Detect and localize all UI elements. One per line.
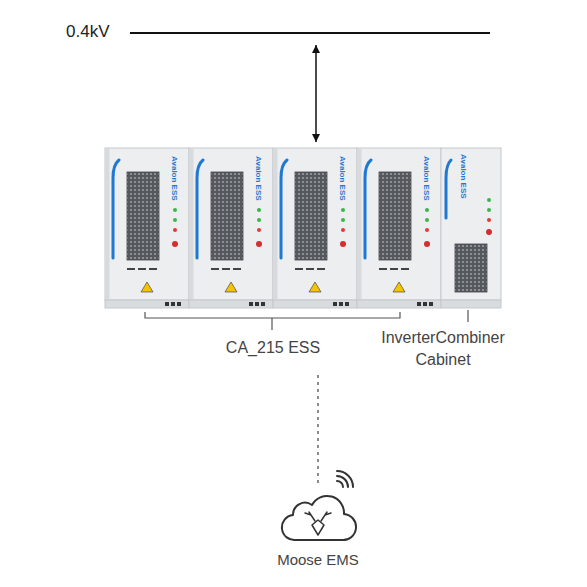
vent-grille [455, 244, 487, 292]
cloud-outline [282, 496, 356, 540]
battery-cabinet [273, 148, 357, 308]
node-label: Moose EMS [258, 550, 378, 570]
wifi-arc [337, 476, 348, 487]
bracket-tick [271, 318, 272, 330]
cabinet-body [441, 148, 501, 300]
battery-cabinets [105, 148, 441, 308]
status-light [487, 218, 491, 222]
brand-logo: Avalon ESS [169, 156, 179, 201]
brand-logo: Avalon ESS [421, 156, 431, 201]
battery-cabinet [357, 148, 441, 308]
node-label: InverterCombiner Cabinet [368, 327, 518, 371]
node-label: 0.4kV [66, 22, 126, 42]
deer-logo [305, 512, 331, 535]
status-light [487, 208, 491, 212]
ems-cloud: Moose EMS [258, 486, 378, 566]
bracket-line [145, 312, 400, 318]
wifi-arc [337, 481, 343, 487]
deer-head [312, 520, 324, 535]
stop-knob [486, 229, 492, 235]
group-bracket [145, 310, 468, 330]
power-bus: 0.4kV [66, 22, 490, 42]
cabinet-base [441, 300, 501, 308]
battery-cabinet [189, 148, 273, 308]
bracket-tick [467, 310, 468, 322]
cloud-icon [282, 496, 356, 540]
power-flow-arrow [315, 45, 317, 142]
wifi-arc [337, 471, 353, 487]
brand-logo: Avalon ESS [253, 156, 263, 201]
deer-antlers [305, 512, 331, 521]
battery-cabinet [105, 148, 189, 308]
blue-stripe [446, 160, 451, 218]
brand-logo: Avalon ESS [337, 156, 347, 201]
inverter-cabinet-node: InverterCombiner Cabinet [441, 145, 501, 308]
status-light [487, 198, 491, 202]
brand-logo: Avalon ESS [458, 154, 468, 199]
wifi-icon [337, 471, 353, 487]
inverter-cabinet [441, 148, 501, 308]
bus-line [130, 32, 490, 34]
communication-link [317, 375, 319, 483]
